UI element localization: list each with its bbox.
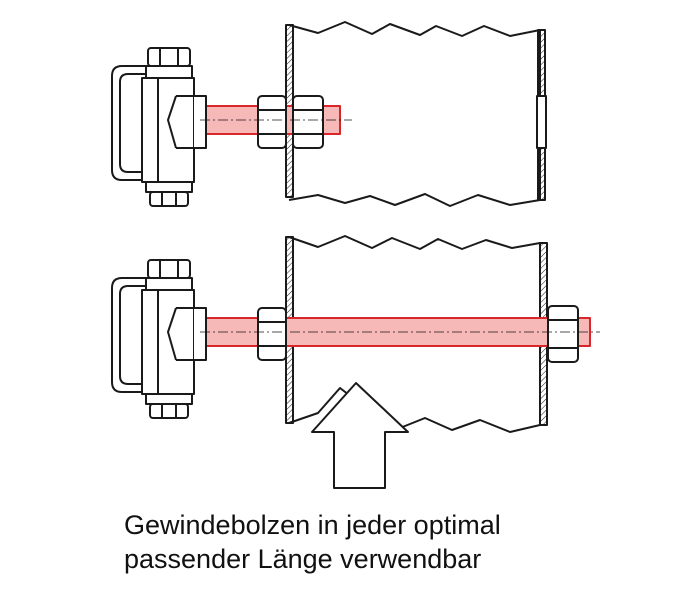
hex-nut [292, 95, 324, 149]
diagram-caption: Gewindebolzen in jeder optimal passender… [124, 508, 644, 576]
hex-nut [547, 305, 579, 363]
up-arrow-icon [311, 382, 409, 489]
u-bracket [111, 65, 152, 181]
caption-line-2: passender Länge verwendbar [124, 544, 482, 574]
hinge-body [141, 77, 195, 183]
figure-short-bolt [111, 21, 547, 207]
hinge-body [141, 289, 195, 395]
u-bracket [111, 277, 152, 393]
figure-long-bolt [111, 235, 600, 489]
hex-nut [257, 95, 287, 149]
caption-line-1: Gewindebolzen in jeder optimal [124, 510, 501, 540]
hex-nut [257, 307, 287, 361]
